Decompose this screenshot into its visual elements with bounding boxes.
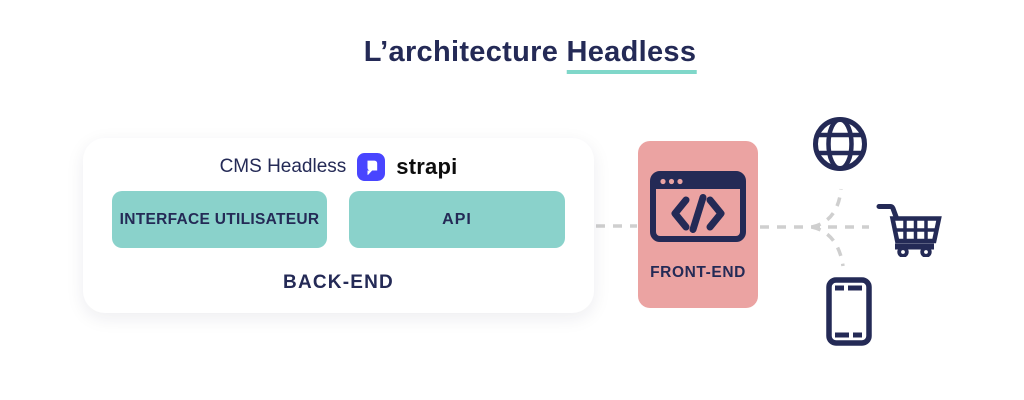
browser-code-icon bbox=[650, 171, 746, 242]
cms-header: CMS Headless strapi bbox=[83, 153, 594, 181]
frontend-label: FRONT-END bbox=[650, 264, 746, 281]
strapi-wordmark: strapi bbox=[396, 154, 458, 179]
interface-utilisateur-box: INTERFACE UTILISATEUR bbox=[112, 191, 327, 248]
shopping-cart-icon bbox=[875, 197, 945, 257]
globe-icon bbox=[812, 116, 868, 172]
interface-utilisateur-label: INTERFACE UTILISATEUR bbox=[119, 210, 320, 228]
page-title: L’architecture Headless bbox=[363, 36, 697, 74]
smartphone-icon bbox=[826, 277, 872, 346]
frontend-card: FRONT-END bbox=[638, 141, 758, 308]
backend-card: CMS Headless strapi INTERFACE UTILISATEU… bbox=[83, 138, 594, 313]
backend-label: BACK-END bbox=[283, 272, 394, 293]
title-highlight: Headless bbox=[566, 36, 697, 74]
connector-branch-up bbox=[811, 188, 843, 229]
connector-branch-down bbox=[811, 225, 845, 267]
api-box: API bbox=[349, 191, 565, 248]
api-label: API bbox=[442, 210, 472, 228]
strapi-logo-icon bbox=[357, 153, 386, 181]
cms-headless-label: CMS Headless bbox=[219, 156, 347, 177]
title-prefix: L’architecture bbox=[363, 36, 567, 68]
